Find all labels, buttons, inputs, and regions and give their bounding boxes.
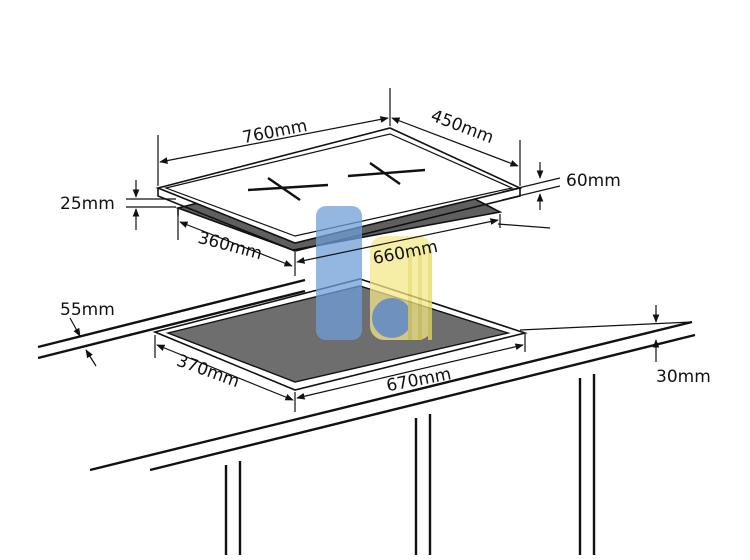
label-450: 450mm (428, 106, 496, 148)
label-760: 760mm (241, 116, 309, 148)
burner-right-icon (347, 162, 426, 185)
burner-left-icon (247, 177, 329, 201)
label-55: 55mm (60, 300, 115, 320)
dim-worktop-thickness: 30mm (652, 305, 711, 387)
dim-hob-height: 60mm (501, 162, 621, 210)
label-60: 60mm (566, 171, 621, 191)
dim-front-edge-distance: 55mm (60, 300, 115, 367)
label-30: 30mm (656, 367, 711, 387)
dim-glass-thickness: 25mm (60, 180, 176, 230)
label-25: 25mm (60, 194, 115, 214)
